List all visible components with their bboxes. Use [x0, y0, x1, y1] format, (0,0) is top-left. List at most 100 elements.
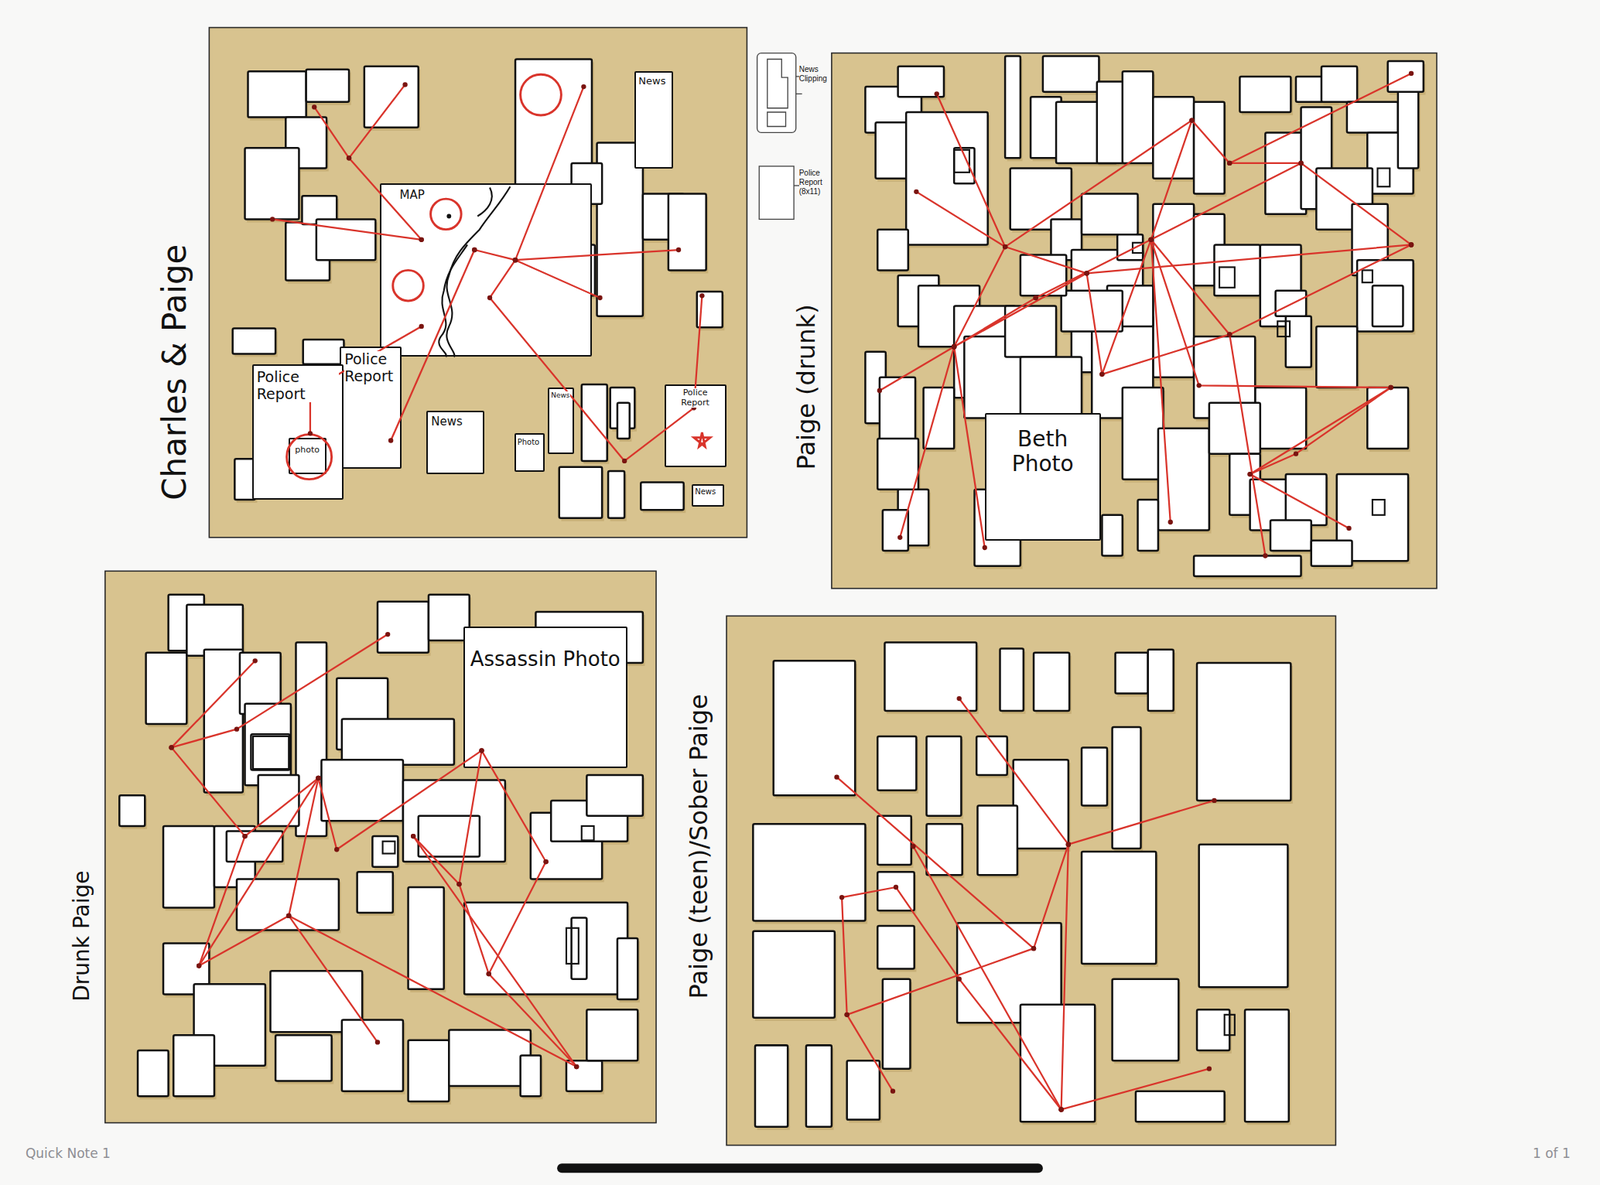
push-pin: [168, 745, 174, 750]
paper-sheet: [245, 704, 291, 786]
push-pin: [1206, 1066, 1212, 1072]
red-string: [1250, 387, 1392, 475]
node-label: Assassin Photo: [470, 648, 621, 672]
paper-sheet: [186, 605, 243, 657]
news-clipping: News: [634, 71, 674, 168]
paper-sheet: [1372, 285, 1404, 327]
push-pin: [1066, 841, 1071, 847]
paper-sheet: [1000, 649, 1024, 712]
red-string: [1033, 844, 1069, 949]
red-string: [458, 861, 546, 975]
paper-sheet: [316, 218, 376, 260]
news-clipping: News: [426, 410, 485, 475]
push-pin: [196, 963, 202, 968]
police-report: Police Reportphoto: [252, 364, 344, 500]
red-string: [953, 346, 985, 548]
paper-sheet: [464, 902, 628, 995]
red-string: [515, 259, 600, 298]
push-pin: [234, 727, 240, 732]
push-pin: [897, 535, 903, 541]
paper-sheet: [926, 736, 962, 817]
push-pin: [315, 776, 321, 781]
push-pin: [418, 324, 424, 329]
push-pin: [1002, 244, 1008, 250]
label-holder: Quick Note 1: [25, 1146, 111, 1163]
paper-sheet: [806, 1045, 832, 1127]
legend-label: Police Report (8x11): [799, 168, 831, 197]
paper-sheet: [1020, 356, 1082, 418]
paper-sheet: [232, 328, 276, 355]
push-pin: [1066, 841, 1071, 847]
push-pin: [1408, 71, 1414, 76]
clipping-sample: [767, 58, 788, 127]
paper-cutout: [581, 826, 595, 841]
push-pin: [1408, 242, 1414, 247]
push-pin: [1058, 1107, 1064, 1112]
push-pin: [543, 859, 548, 865]
push-pin: [1189, 117, 1194, 123]
push-pin: [471, 247, 477, 253]
corkboard: [208, 27, 747, 538]
board-title: Charles & Paige: [157, 244, 195, 501]
push-pin: [512, 257, 518, 263]
paper-sheet: [1357, 259, 1414, 332]
red-string: [1151, 239, 1392, 529]
push-pin: [307, 388, 313, 394]
paper-sheet: [752, 823, 865, 921]
board-title: Paige (teen)/Sober Paige: [684, 694, 714, 999]
push-pin: [1388, 385, 1393, 390]
pin-group: [307, 247, 478, 444]
paper-sheet: [247, 71, 306, 117]
push-pin: [1227, 160, 1232, 166]
red-string-connector: [343, 350, 380, 372]
red-string: [488, 974, 577, 1067]
node-label: MAP: [400, 188, 425, 202]
legend-entry: News Clipping: [799, 64, 831, 84]
node-label: News: [430, 415, 463, 429]
corkboard: [726, 615, 1336, 1146]
push-pin: [957, 696, 962, 701]
page-counter: 1 of 1: [1532, 1146, 1571, 1163]
paper-sheet: [1013, 759, 1069, 849]
push-pin: [375, 1039, 380, 1045]
push-pin: [1032, 295, 1038, 301]
push-pin: [890, 1089, 896, 1095]
paper-sheet: [1199, 844, 1289, 989]
paper-sheet: [204, 649, 243, 794]
push-pin: [402, 82, 407, 87]
paper-sheet: [1135, 1091, 1225, 1123]
paper-sheet: [1193, 556, 1301, 577]
push-pin: [1002, 244, 1008, 250]
red-string: [272, 218, 422, 240]
push-pin: [844, 1012, 850, 1018]
push-pin: [512, 257, 518, 263]
push-pin: [1083, 270, 1089, 276]
paper-sheet: [1148, 649, 1174, 712]
node-label: News: [550, 391, 570, 400]
push-pin: [410, 834, 416, 839]
river-line: [446, 186, 510, 357]
push-pin: [951, 344, 957, 349]
paper-sheet: [408, 887, 445, 990]
red-string: [1151, 163, 1302, 523]
node-label: News: [638, 75, 666, 88]
red-string: [879, 191, 1006, 391]
red-string: [953, 273, 1087, 347]
push-pin: [512, 257, 518, 263]
push-pin: [574, 1064, 579, 1070]
red-string: [413, 750, 482, 885]
push-pin: [1083, 270, 1089, 276]
paper-sheet: [1138, 499, 1159, 551]
push-pin: [456, 882, 462, 887]
push-pin: [1148, 237, 1154, 243]
red-string-connector: [401, 356, 428, 416]
paper-sheet: [1122, 387, 1164, 480]
push-pin: [346, 155, 352, 161]
report-sample: [758, 166, 794, 220]
paper-sheet: [146, 652, 188, 725]
paper-sheet: [1081, 851, 1156, 965]
push-pin: [286, 913, 291, 919]
push-pin: [1227, 160, 1232, 166]
push-pin: [597, 295, 602, 301]
push-pin: [910, 844, 916, 849]
